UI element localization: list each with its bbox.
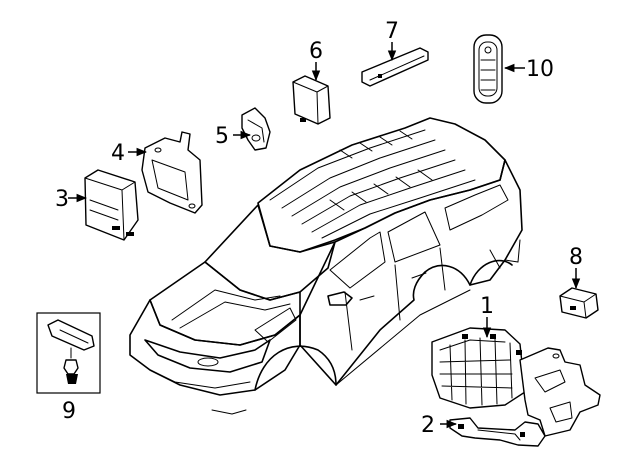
callout-arrows — [68, 42, 581, 429]
part-10-key-fob — [473, 34, 503, 104]
callout-7: 7 — [385, 19, 399, 44]
callout-10: 10 — [526, 57, 554, 82]
callout-3: 3 — [55, 187, 69, 212]
part-3-control-module — [84, 169, 139, 241]
callout-6: 6 — [309, 39, 323, 64]
callout-labels: 1 2 3 4 5 6 7 8 9 10 — [55, 19, 583, 438]
callout-5: 5 — [215, 124, 229, 149]
part-5-sensor-bracket — [241, 107, 271, 151]
callout-4: 4 — [111, 141, 125, 166]
part-7-antenna — [361, 47, 429, 87]
part-1-body-control-module — [431, 327, 601, 437]
part-8-sensor — [559, 287, 599, 319]
part-9-inset-box — [36, 312, 101, 394]
part-6-receiver-module — [292, 75, 331, 125]
vehicle-body-outline — [129, 117, 523, 415]
part-2-mounting-bracket — [449, 417, 546, 447]
callout-9: 9 — [62, 399, 76, 424]
part-4-bracket-plate — [141, 131, 203, 214]
callout-8: 8 — [569, 245, 583, 270]
callout-2: 2 — [421, 413, 435, 438]
callout-1: 1 — [480, 294, 494, 319]
